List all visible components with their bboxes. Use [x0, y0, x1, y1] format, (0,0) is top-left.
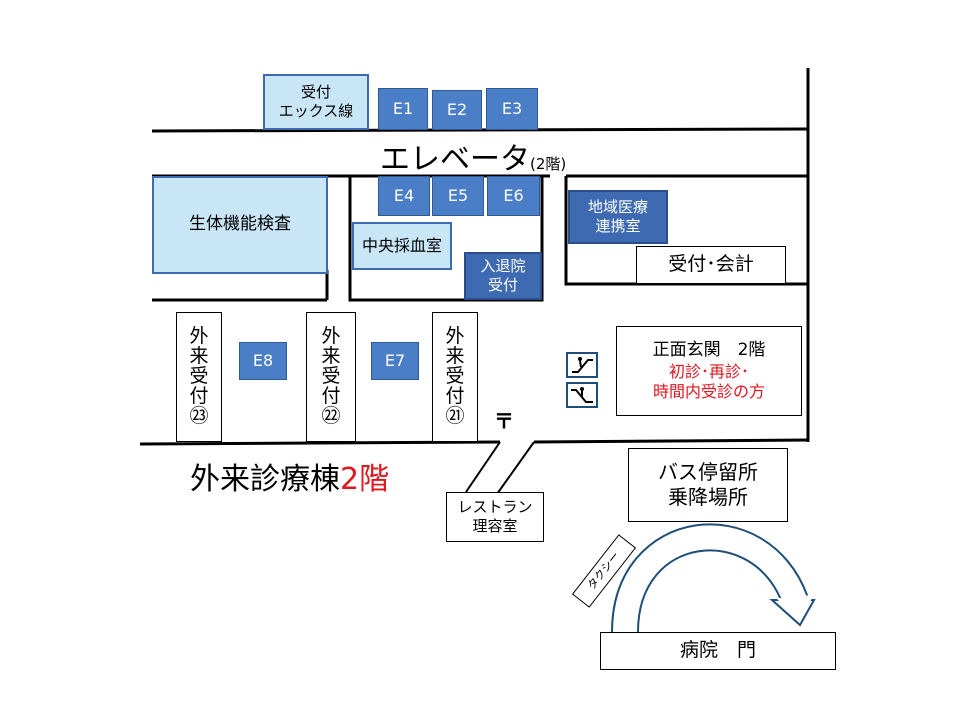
main-entrance-title: 正面玄関 2階: [652, 340, 766, 361]
elevator-e4[interactable]: E4: [378, 176, 430, 216]
building-floor-title: 外来診療棟2階: [190, 454, 389, 498]
corridor-bottom-line-left: [139, 440, 501, 446]
outpatient-reception-22[interactable]: 外 来 受 付 ㉒: [306, 312, 356, 442]
elevator-e3[interactable]: E3: [486, 88, 538, 130]
route-arrow-fill: [613, 525, 807, 633]
community-medical-room[interactable]: 地域医療 連携室: [568, 190, 668, 244]
elevator-e2-label: E2: [446, 100, 468, 119]
elevator-e7[interactable]: E7: [371, 342, 419, 380]
admission-reception[interactable]: 入退院 受付: [464, 252, 542, 300]
bus-stop-line1: バス停留所: [658, 460, 758, 484]
restaurant-barber-box[interactable]: レストラン 理容室: [446, 492, 544, 542]
post-office-icon: 〒: [494, 408, 514, 433]
outpatient-23-char3: 受: [189, 365, 209, 388]
elevator-e1-label: E1: [392, 99, 414, 118]
reception-billing-label: 受付･会計: [668, 253, 754, 276]
admission-line1: 入退院: [480, 257, 526, 276]
central-blood-label: 中央採血室: [361, 236, 442, 255]
main-entrance-line1: 初診･再診･: [668, 361, 749, 381]
outpatient-21-char4: 付: [445, 384, 465, 407]
reception-xray[interactable]: 受付 エックス線: [263, 74, 369, 130]
elevator-e4-label: E4: [393, 186, 415, 205]
outpatient-23-char4: 付: [189, 384, 209, 407]
building-title-main: 外来診療棟: [190, 462, 340, 497]
restaurant-line1: レストラン: [457, 498, 533, 517]
elevator-floor-text: (2階): [530, 155, 567, 173]
outpatient-23-char1: 外: [189, 325, 209, 348]
bus-stop-box[interactable]: バス停留所 乗降場所: [628, 448, 788, 522]
reception-xray-line2: エックス線: [278, 102, 354, 120]
elevator-e7-label: E7: [384, 351, 406, 370]
passage-left-line: [465, 441, 501, 493]
elevator-e8[interactable]: E8: [239, 342, 287, 380]
outpatient-21-char3: 受: [445, 365, 465, 388]
outpatient-reception-21[interactable]: 外 来 受 付 ㉑: [432, 312, 478, 442]
bus-stop-line2: 乗降場所: [668, 485, 748, 509]
elevator-e5-label: E5: [447, 186, 469, 205]
passage-right-line: [496, 441, 535, 495]
main-entrance-line2: 時間内受診の方: [652, 381, 765, 401]
restaurant-line2: 理容室: [472, 517, 518, 535]
outpatient-22-char2: 来: [321, 345, 341, 368]
outpatient-22-char4: 付: [321, 384, 341, 407]
route-arrow-head-inner: [776, 598, 812, 622]
outpatient-23-number: ㉓: [189, 404, 209, 427]
escalator-down-icon: [566, 382, 598, 408]
hospital-gate-label: 病院 門: [679, 639, 756, 662]
outpatient-22-char3: 受: [321, 365, 341, 388]
physiology-test-label: 生体機能検査: [189, 214, 291, 235]
elevator-hall-title: エレベータ(2階): [380, 134, 566, 178]
elevator-e2[interactable]: E2: [432, 90, 482, 130]
elevator-e5[interactable]: E5: [432, 176, 484, 216]
escalator-up-icon: [566, 352, 598, 378]
admission-line2: 受付: [487, 276, 518, 294]
post-office-mark: 〒: [492, 408, 516, 434]
hospital-gate-box[interactable]: 病院 門: [600, 632, 836, 670]
building-title-floor: 2階: [340, 462, 390, 497]
outpatient-22-number: ㉒: [321, 404, 341, 427]
outpatient-23-char2: 来: [189, 345, 209, 368]
reception-billing[interactable]: 受付･会計: [636, 246, 786, 284]
elevator-e3-label: E3: [501, 99, 523, 118]
corridor-top-upper-line: [151, 127, 809, 133]
reception-xray-line1: 受付: [300, 83, 331, 102]
elevator-e1[interactable]: E1: [378, 88, 428, 130]
outpatient-21-char1: 外: [445, 325, 465, 348]
elevator-e6[interactable]: E6: [487, 176, 540, 216]
central-blood-room[interactable]: 中央採血室: [352, 222, 452, 270]
outpatient-reception-23[interactable]: 外 来 受 付 ㉓: [176, 312, 222, 442]
community-line2: 連携室: [595, 217, 641, 235]
elevator-e6-label: E6: [503, 186, 524, 205]
main-entrance-box[interactable]: 正面玄関 2階 初診･再診･ 時間内受診の方: [616, 326, 802, 416]
outpatient-21-number: ㉑: [445, 404, 465, 427]
elevator-title-text: エレベータ: [380, 142, 530, 177]
right-block-outline: [564, 176, 808, 286]
corridor-bottom-line-right: [533, 438, 809, 444]
community-line1: 地域医療: [587, 198, 648, 217]
outpatient-22-char1: 外: [321, 325, 341, 348]
elevator-e8-label: E8: [252, 351, 274, 370]
physiology-test-room[interactable]: 生体機能検査: [152, 176, 328, 274]
outpatient-21-char2: 来: [445, 345, 465, 368]
